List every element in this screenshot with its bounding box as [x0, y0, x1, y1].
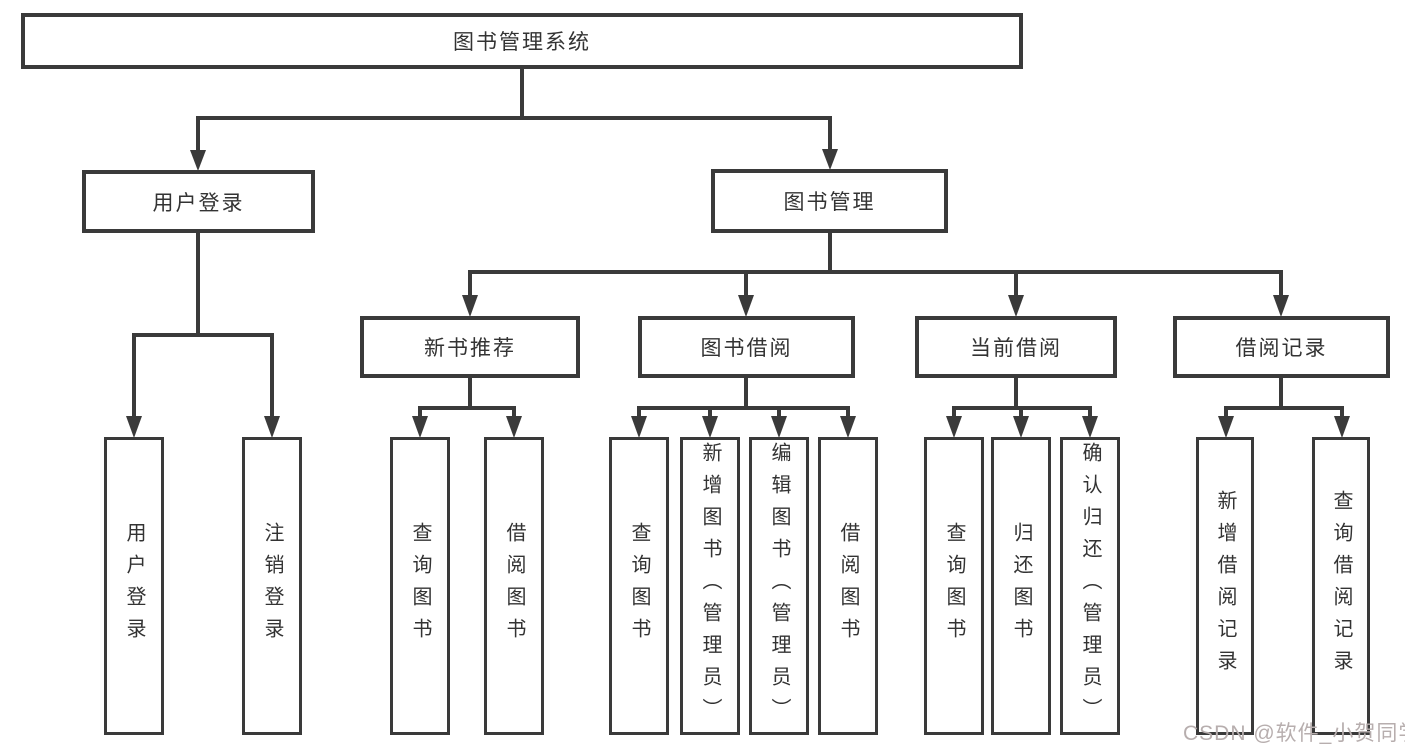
node-leaf-bb-query-books: 查询图书 — [609, 437, 669, 735]
node-leaf-cb-query-books: 查询图书 — [924, 437, 984, 735]
node-branch-book-mgmt: 图书管理 — [711, 169, 948, 233]
node-leaf-logout: 注销登录 — [242, 437, 302, 735]
node-leaf-nbr-borrow-books: 借阅图书 — [484, 437, 544, 735]
connector-new-book-rec-children — [412, 378, 522, 438]
node-leaf-bb-add-books: 新增图书（管理员） — [680, 437, 740, 735]
connector-root-to-branches — [190, 67, 838, 171]
node-branch-user-login: 用户登录 — [82, 170, 315, 233]
connector-user-login-children — [126, 233, 280, 438]
node-leaf-nbr-query-books: 查询图书 — [390, 437, 450, 735]
node-leaf-bb-borrow-books: 借阅图书 — [818, 437, 878, 735]
connector-book-mgmt-children — [462, 233, 1289, 317]
node-module-book-borrow: 图书借阅 — [638, 316, 855, 378]
node-leaf-br-add-record: 新增借阅记录 — [1196, 437, 1254, 735]
node-module-borrow-records: 借阅记录 — [1173, 316, 1390, 378]
csdn-watermark: CSDN @软件_小贺同学 — [1183, 722, 1405, 745]
connector-current-borrow-children — [946, 378, 1098, 438]
node-leaf-user-login: 用户登录 — [104, 437, 164, 735]
connector-book-borrow-children — [631, 378, 856, 438]
node-leaf-cb-return-books: 归还图书 — [991, 437, 1051, 735]
node-module-current-borrow: 当前借阅 — [915, 316, 1117, 378]
node-root-system: 图书管理系统 — [21, 13, 1023, 69]
node-leaf-br-query-record: 查询借阅记录 — [1312, 437, 1370, 735]
connector-borrow-records-children — [1218, 378, 1350, 438]
node-leaf-cb-confirm-return: 确认归还（管理员） — [1060, 437, 1120, 735]
node-leaf-bb-edit-books: 编辑图书（管理员） — [749, 437, 809, 735]
node-module-new-book-rec: 新书推荐 — [360, 316, 580, 378]
